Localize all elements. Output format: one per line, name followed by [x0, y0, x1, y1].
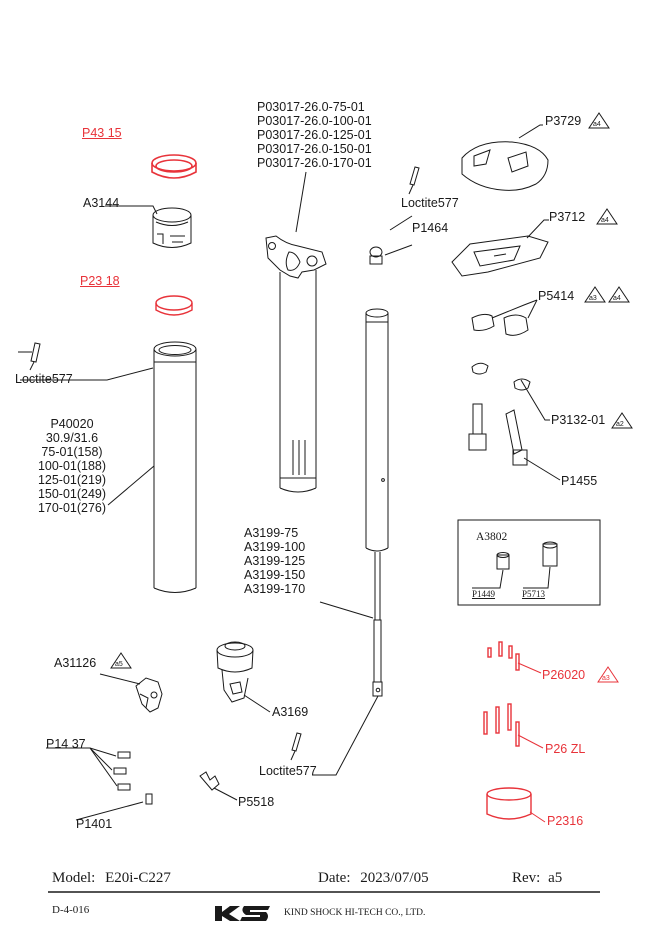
band-p2316-part [486, 787, 532, 820]
label-p03017-stack: P03017-26.0-75-01 P03017-26.0-100-01 P03… [257, 100, 372, 170]
a3199-line: A3199-75 [244, 526, 299, 540]
p03017-line: P03017-26.0-125-01 [257, 128, 372, 142]
label-a3802: A3802 [476, 531, 508, 543]
rev-triangle-a3-p26020: a3 [597, 666, 619, 683]
p40020-line: 75-01(158) [41, 445, 103, 459]
label-p5713: P5713 [522, 589, 546, 599]
p03017-line: P03017-26.0-170-01 [257, 156, 372, 170]
label-loctite-top: Loctite577 [15, 372, 73, 386]
actuator-a3169-part [216, 641, 254, 703]
label-a31126: A31126 [54, 656, 97, 670]
company-name: KIND SHOCK HI-TECH CO., LTD. [284, 908, 426, 918]
a3199-line: A3199-125 [244, 554, 306, 568]
doc-code: D-4-016 [52, 904, 90, 916]
pins-p26zl-part [483, 703, 520, 747]
barrel-p5414-part [471, 313, 529, 336]
label-p1437: P14 37 [46, 737, 86, 751]
a3199-line: A3199-170 [244, 582, 306, 596]
p40020-line: P40020 [50, 417, 94, 431]
label-a3199-stack: A3199-75 A3199-100 A3199-125 A3199-150 A… [244, 526, 305, 596]
a3199-line: A3199-100 [244, 540, 306, 554]
label-p40020-stack: P40020 30.9/31.6 75-01(158) 100-01(188) … [33, 417, 111, 515]
label-loctite-right: Loctite577 [401, 196, 459, 210]
ring-p2318-part [155, 295, 193, 316]
lever-a31126-part [135, 677, 163, 713]
outer-tube-p40020-part [153, 341, 197, 593]
label-a3169: A3169 [272, 705, 309, 719]
a3802-kit-frame [457, 519, 601, 606]
label-p1455: P1455 [561, 474, 598, 488]
rev-value: a5 [548, 870, 563, 886]
rev-triangle-a4-p3729: a4 [588, 112, 610, 129]
rev-triangle-a3-p5414: a3 [584, 286, 606, 303]
clamp-p3729-part [461, 141, 549, 191]
label-p26020: P26020 [542, 668, 586, 682]
label-p1449: P1449 [472, 589, 496, 599]
label-a3144: A3144 [83, 196, 120, 210]
label-p1464: P1464 [412, 221, 449, 235]
rev-triangle-a4-p3712: a4 [596, 208, 618, 225]
model-value: E20i-C227 [105, 870, 171, 886]
label-p2316: P2316 [547, 814, 584, 828]
label-p5414: P5414 [538, 289, 575, 303]
label-p26zl: P26 ZL [545, 742, 586, 756]
rev-triangle-a4-p5414: a4 [608, 286, 630, 303]
p03017-line: P03017-26.0-150-01 [257, 142, 372, 156]
svg-text:a3: a3 [602, 675, 610, 682]
svg-text:a5: a5 [115, 661, 123, 668]
label-p4315: P43 15 [82, 126, 122, 140]
p40020-line: 170-01(276) [37, 501, 107, 515]
footer-date: Date: 2023/07/05 [318, 870, 429, 887]
svg-text:a4: a4 [601, 217, 609, 224]
label-p1401: P1401 [76, 817, 113, 831]
footer-model: Model: E20i-C227 [52, 870, 171, 887]
loctite-tube-shapes [30, 166, 420, 752]
svg-text:a3: a3 [589, 295, 597, 302]
spring-p5518-part [199, 771, 220, 791]
rev-triangle-a2-p3132: a2 [611, 412, 633, 429]
screw-p1464-part [369, 246, 383, 265]
seal-p4315-part [151, 154, 197, 179]
nut-p3132-part [471, 362, 531, 391]
cartridge-a3199-part [365, 308, 389, 697]
svg-text:a2: a2 [616, 421, 624, 428]
screws-p1437-part [113, 751, 153, 805]
label-loctite-bottom: Loctite577 [259, 764, 317, 778]
ks-logo [215, 906, 270, 921]
a3199-line: A3199-150 [244, 568, 306, 582]
p03017-line: P03017-26.0-75-01 [257, 100, 365, 114]
label-p3132: P3132-01 [551, 413, 606, 427]
rev-label: Rev: [512, 870, 541, 886]
svg-text:a4: a4 [593, 121, 601, 128]
p40020-line: 30.9/31.6 [45, 431, 99, 445]
model-label: Model: [52, 870, 96, 886]
a3802-kit-parts [496, 541, 558, 570]
collar-a3144-part [152, 207, 192, 248]
label-p5518: P5518 [238, 795, 275, 809]
bolt-p1455-part [468, 403, 528, 466]
date-label: Date: [318, 870, 351, 886]
inner-tube-p03017-part [265, 235, 327, 493]
label-p2318: P23 18 [80, 274, 120, 288]
pins-p26020-part [487, 641, 520, 671]
date-value: 2023/07/05 [360, 870, 429, 886]
label-p3712: P3712 [549, 210, 586, 224]
svg-text:a4: a4 [613, 295, 621, 302]
clamp-p3712-part [451, 235, 549, 277]
p03017-line: P03017-26.0-100-01 [257, 114, 372, 128]
rev-triangle-a5-a31126: a5 [110, 652, 132, 669]
p40020-line: 100-01(188) [37, 459, 107, 473]
p40020-line: 150-01(249) [37, 487, 107, 501]
label-p3729: P3729 [545, 114, 582, 128]
footer-rev: Rev: a5 [512, 870, 562, 887]
p40020-line: 125-01(219) [37, 473, 107, 487]
